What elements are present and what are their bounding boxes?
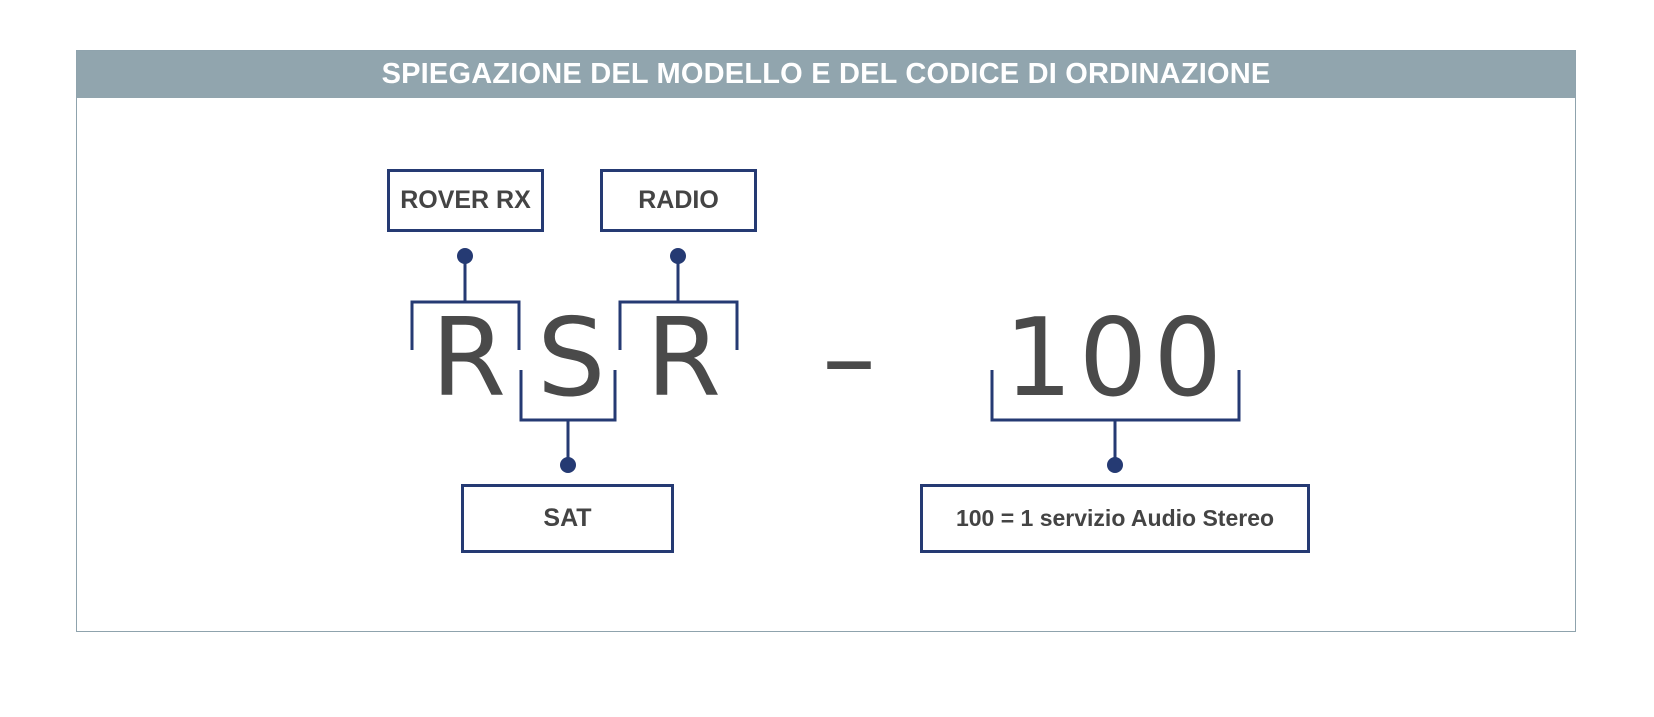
- code-separator: –: [822, 296, 876, 421]
- connector-dot-sat: [560, 457, 576, 473]
- code-char-r-first: R: [431, 296, 507, 421]
- connector-dot-service: [1107, 457, 1123, 473]
- connector-dot-rover-rx: [457, 248, 473, 264]
- code-char-r-second: R: [646, 296, 722, 421]
- code-char-s: S: [537, 296, 606, 421]
- label-rover-rx: ROVER RX: [400, 186, 531, 214]
- label-box-rover-rx: ROVER RX: [387, 169, 544, 232]
- code-number: 100: [1004, 296, 1229, 421]
- panel-header: SPIEGAZIONE DEL MODELLO E DEL CODICE DI …: [77, 51, 1575, 98]
- label-sat: SAT: [543, 504, 592, 532]
- diagram-panel: SPIEGAZIONE DEL MODELLO E DEL CODICE DI …: [76, 50, 1576, 632]
- label-box-radio: RADIO: [600, 169, 757, 232]
- label-radio: RADIO: [638, 186, 719, 214]
- label-box-service: 100 = 1 servizio Audio Stereo: [920, 484, 1310, 553]
- panel-title: SPIEGAZIONE DEL MODELLO E DEL CODICE DI …: [381, 58, 1271, 90]
- label-box-sat: SAT: [461, 484, 674, 553]
- connector-dot-radio: [670, 248, 686, 264]
- label-service: 100 = 1 servizio Audio Stereo: [955, 505, 1275, 531]
